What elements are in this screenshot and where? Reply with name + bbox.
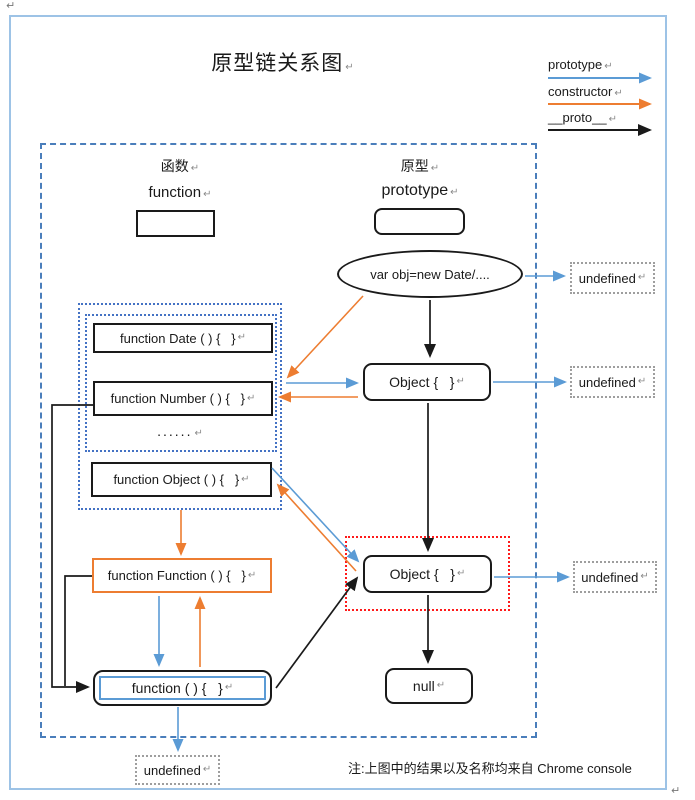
return-mark: ↵ [247, 569, 257, 581]
node-undefined-4: undefined↵ [135, 755, 220, 785]
legend-item-proto: __proto__↵ [548, 110, 617, 125]
undefined-2-text: undefined [578, 374, 636, 390]
return-mark: ↵ [640, 571, 649, 582]
main-dashed-region [40, 143, 537, 738]
function-date-text: function Date ( ) { } [119, 330, 236, 346]
return-mark: ↵ [614, 88, 623, 99]
undefined-1-text: undefined [578, 270, 636, 286]
function-anon-text: function ( ) { } [131, 680, 223, 696]
function-group-inner-dotted [85, 314, 277, 452]
return-mark: ↵ [604, 61, 613, 72]
function-function-text: function Function ( ) { } [107, 568, 246, 583]
column-header-prototype-en: prototype↵ [375, 182, 465, 200]
return-mark: ↵ [224, 682, 234, 693]
return-mark: ↵ [190, 163, 200, 174]
function-anon-inner-border: function ( ) { }↵ [99, 676, 266, 700]
return-mark: ↵ [194, 428, 205, 439]
object-top-text: Object { } [389, 374, 455, 390]
node-undefined-1: undefined↵ [570, 262, 655, 294]
header-hanshu-text: 函数 [160, 158, 189, 174]
node-function-object: function Object ( ) { }↵ [91, 462, 272, 497]
empty-prototype-rect [374, 208, 465, 235]
node-function-number: function Number ( ) { }↵ [93, 381, 273, 416]
var-obj-text: var obj=new Date/.... [370, 266, 490, 282]
return-mark: ↵ [247, 392, 256, 404]
column-header-prototype-cn: 原型↵ [375, 156, 465, 176]
return-mark: ↵ [436, 680, 446, 691]
column-header-function-en: function↵ [135, 184, 225, 201]
legend-proto-label: __proto__ [548, 110, 607, 125]
undefined-4-text: undefined [143, 762, 201, 778]
return-mark: ↵ [450, 187, 459, 198]
node-function-anon: function ( ) { }↵ [93, 670, 272, 706]
node-object-bottom: Object { }↵ [363, 555, 492, 593]
function-number-text: function Number ( ) { } [110, 391, 245, 406]
legend-item-constructor: constructor↵ [548, 84, 623, 99]
footnote: 注:上图中的结果以及名称均来自 Chrome console [348, 758, 632, 777]
node-function-function: function Function ( ) { }↵ [92, 558, 272, 593]
return-mark: ↵ [241, 473, 250, 485]
return-mark: ↵ [345, 62, 355, 73]
return-mark: ↵ [456, 568, 466, 579]
object-bottom-text: Object { } [389, 566, 455, 582]
page-title-text: 原型链关系图 [211, 52, 344, 75]
function-object-text: function Object ( ) { } [113, 472, 240, 487]
header-prototype-text: prototype [381, 182, 449, 199]
header-yuanxing-text: 原型 [400, 158, 429, 174]
return-mark: ↵ [202, 764, 212, 775]
node-undefined-3: undefined↵ [573, 561, 657, 593]
legend-item-prototype: prototype↵ [548, 57, 613, 72]
return-mark: ↵ [608, 114, 617, 125]
return-mark: ↵ [637, 272, 647, 283]
node-function-date: function Date ( ) { }↵ [93, 323, 273, 353]
node-var-obj-ellipse: var obj=new Date/.... [337, 250, 523, 298]
node-null: null↵ [385, 668, 473, 704]
paragraph-mark-top: ↵ [6, 0, 16, 12]
ellipsis-dots: ...... [157, 423, 193, 439]
node-object-top: Object { }↵ [363, 363, 491, 401]
ellipsis-text: ......↵ [85, 423, 277, 439]
null-text: null [412, 678, 435, 694]
return-mark: ↵ [456, 376, 465, 387]
empty-function-rect [136, 210, 215, 237]
footnote-text: 注:上图中的结果以及名称均来自 Chrome console [348, 761, 632, 776]
legend-prototype-label: prototype [548, 57, 603, 72]
return-mark: ↵ [203, 189, 212, 200]
legend-constructor-label: constructor [548, 84, 613, 99]
undefined-3-text: undefined [581, 569, 639, 585]
diagram-outer-frame [9, 15, 667, 790]
page-title: 原型链关系图↵ [198, 47, 368, 77]
return-mark: ↵ [237, 332, 246, 343]
column-header-function-cn: 函数↵ [135, 156, 225, 176]
return-mark: ↵ [637, 376, 647, 387]
return-mark: ↵ [430, 163, 440, 174]
header-function-text: function [148, 184, 202, 201]
node-undefined-2: undefined↵ [570, 366, 655, 398]
paragraph-mark-bottom: ↵ [671, 785, 681, 797]
